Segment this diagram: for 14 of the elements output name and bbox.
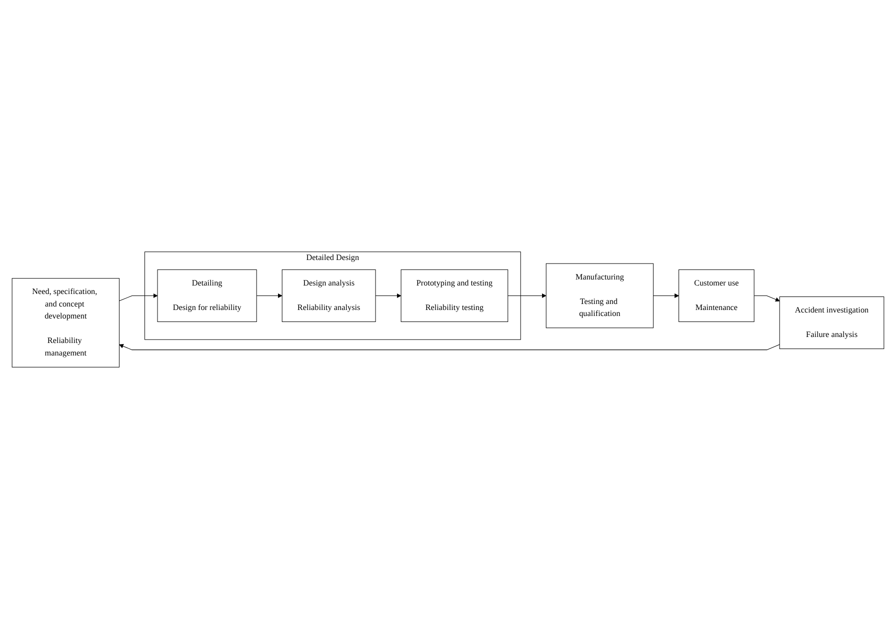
arrow	[374, 293, 401, 298]
arrow	[118, 293, 158, 302]
arrow	[652, 293, 679, 298]
node-box: Need, specification, and concept development Reliability management	[11, 278, 119, 368]
node-box: Customer use Maintenance	[678, 269, 754, 322]
node-box: Prototyping and testing Reliability testing	[400, 269, 508, 322]
node-box: Accident investigation Failure analysis	[778, 296, 884, 350]
arrow	[118, 344, 780, 350]
arrow	[507, 293, 546, 298]
node-box: Design analysis Reliability analysis	[281, 269, 376, 322]
arrow	[256, 293, 282, 298]
node-box: Detailing Design for reliability	[156, 269, 256, 322]
node-box: Manufacturing Testing and qualification	[545, 263, 654, 328]
arrow	[753, 295, 780, 302]
